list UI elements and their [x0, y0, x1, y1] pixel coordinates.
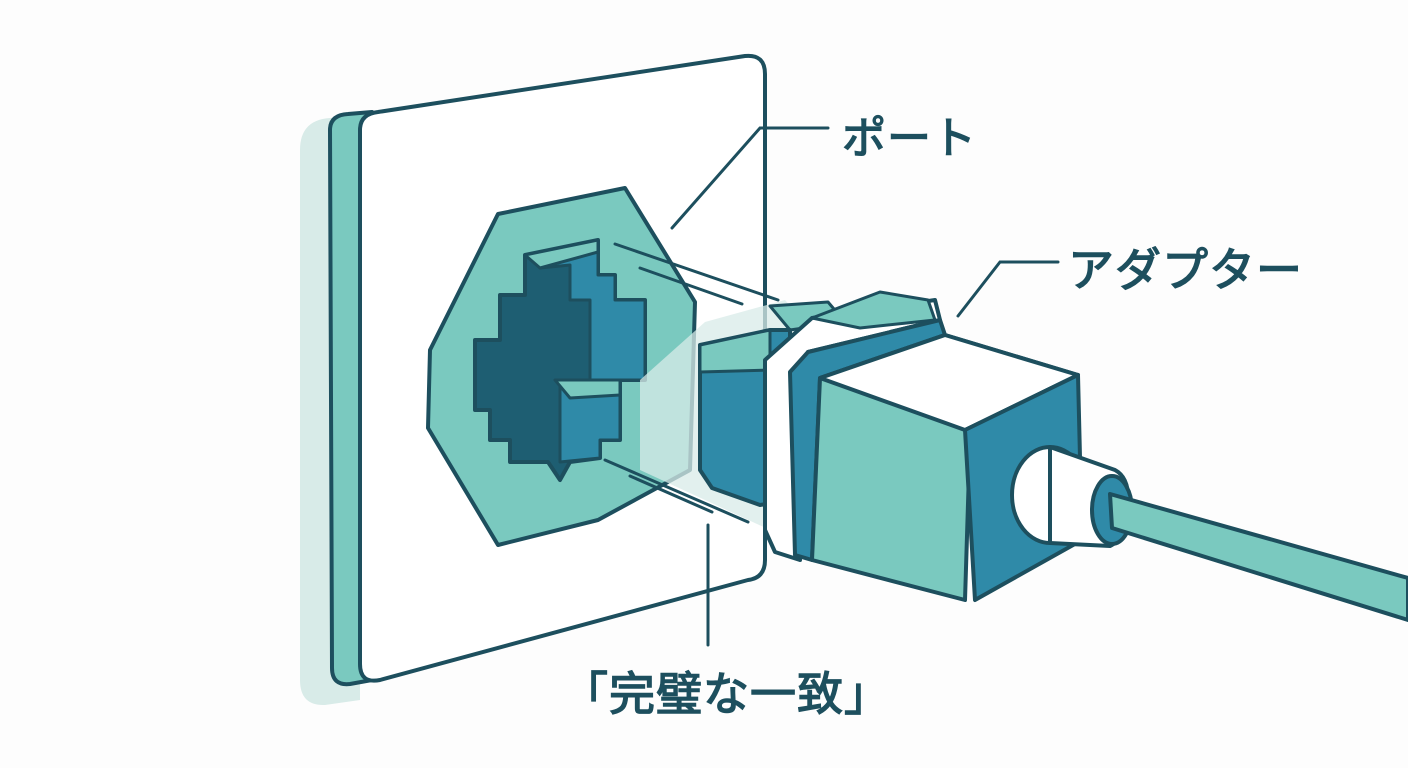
cable — [1108, 492, 1408, 622]
port-inner-wall — [538, 238, 647, 464]
perfect-fit-label: 「完璧な一致」 — [562, 667, 891, 721]
port-ledge — [553, 378, 622, 400]
adapter-collar-top — [810, 290, 937, 330]
port-label: ポート — [842, 113, 977, 164]
adapter-label: アダプター — [1068, 243, 1303, 297]
port-ledge-top — [523, 238, 600, 270]
port-callout-line — [670, 126, 830, 230]
callout-lines — [670, 126, 1060, 647]
adapter-callout-line — [956, 260, 1060, 318]
alignment-guides — [603, 242, 780, 524]
